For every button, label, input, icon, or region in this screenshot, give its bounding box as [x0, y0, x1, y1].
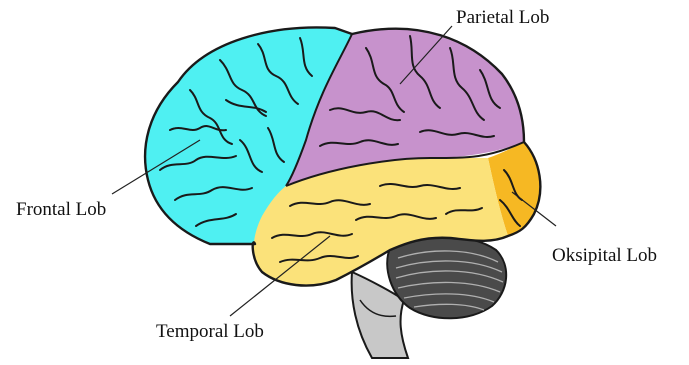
parietal-lobe-label: Parietal Lob: [456, 8, 549, 27]
frontal-lobe-label: Frontal Lob: [16, 200, 106, 219]
occipital-lobe-label: Oksipital Lob: [552, 246, 657, 265]
temporal-lobe-label: Temporal Lob: [156, 322, 264, 341]
